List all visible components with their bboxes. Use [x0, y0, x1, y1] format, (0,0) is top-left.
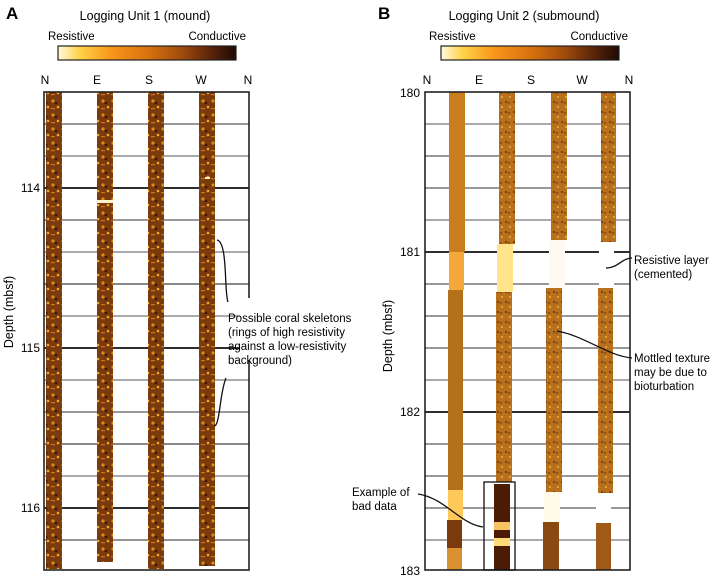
depth-tick-183: 183 — [400, 564, 420, 578]
plot-frame-a — [43, 91, 250, 571]
strip-e-b — [499, 92, 515, 244]
azimuth-s-b: S — [527, 73, 535, 87]
bad-data-highlight-box — [483, 481, 516, 571]
strip-e-a — [97, 92, 113, 562]
azimuth-n-b: N — [423, 73, 432, 87]
azimuth-e-b: E — [475, 73, 483, 87]
depth-tick-114: 114 — [21, 181, 40, 195]
mottled-leader — [556, 330, 633, 359]
annotation-coral: Possible coral skeletons (rings of high … — [228, 313, 352, 367]
annotation-mottled-line-2: may be due to — [634, 367, 707, 379]
annotation-mottled-line-3: bioturbation — [634, 381, 694, 393]
depth-tick-115: 115 — [21, 341, 40, 355]
strip-w-b — [601, 92, 616, 242]
fmi-strips-a — [46, 92, 215, 569]
coral-bracket-upper — [216, 239, 229, 303]
depth-grid-a — [44, 123, 249, 541]
azimuth-w-a: W — [195, 73, 207, 87]
annotation-coral-line-1: Possible coral skeletons — [228, 313, 352, 325]
color-scale-bar-a — [57, 45, 237, 61]
annotation-resistive-line-1: Resistive layer — [634, 255, 709, 267]
annotation-bad-data-line-2: bad data — [352, 501, 397, 513]
azimuth-n-a: N — [41, 73, 50, 87]
azimuth-n2-a: N — [244, 73, 253, 87]
depth-tick-116: 116 — [21, 501, 40, 515]
bad-data-leader — [417, 493, 484, 528]
azimuth-labels-b: N E S W N — [423, 73, 634, 87]
strip-s-b — [551, 92, 567, 240]
depth-tick-181: 181 — [400, 245, 420, 259]
scale-label-resistive-a: Resistive — [48, 31, 95, 43]
depth-tick-182: 182 — [400, 405, 420, 419]
annotation-bad-data: Example of bad data — [352, 487, 410, 513]
annotation-mottled-line-1: Mottled texture — [634, 353, 710, 365]
depth-tick-180: 180 — [400, 86, 420, 100]
y-axis-label-b: Depth (mbsf) — [381, 300, 395, 372]
panel-letter-a: A — [6, 4, 18, 23]
scale-label-conductive-b: Conductive — [570, 31, 628, 43]
strip-w-a — [199, 92, 215, 566]
annotation-resistive: Resistive layer (cemented) — [634, 255, 709, 281]
coral-bracket-lower — [214, 377, 227, 427]
strip-s-a — [148, 92, 164, 569]
fmi-strips-b — [447, 92, 616, 570]
annotation-coral-line-3: against a low-resistivity — [228, 341, 346, 353]
azimuth-s-a: S — [145, 73, 153, 87]
scale-label-conductive-a: Conductive — [188, 31, 246, 43]
strip-n-a — [46, 92, 62, 569]
annotation-coral-line-2: (rings of high resistivity — [228, 327, 345, 339]
annotation-bad-data-line-1: Example of — [352, 487, 410, 499]
color-scale-bar-b — [440, 45, 620, 61]
panel-a: A Logging Unit 1 (mound) Resistive Condu… — [2, 4, 352, 571]
panel-b: B Logging Unit 2 (submound) Resistive Co… — [352, 4, 710, 578]
y-axis-label-a: Depth (mbsf) — [2, 276, 16, 348]
azimuth-n2-b: N — [625, 73, 634, 87]
depth-ticks-b: 180 181 182 183 — [400, 86, 420, 578]
panel-letter-b: B — [378, 4, 390, 23]
depth-ticks-a: 114 115 116 — [21, 181, 40, 515]
plot-frame-b — [424, 91, 631, 571]
panel-title-b: Logging Unit 2 (submound) — [449, 9, 600, 23]
annotation-coral-line-4: background) — [228, 355, 292, 367]
azimuth-w-b: W — [576, 73, 588, 87]
annotation-resistive-line-2: (cemented) — [634, 269, 692, 281]
scale-label-resistive-b: Resistive — [429, 31, 476, 43]
strip-n-b — [449, 92, 465, 252]
panel-title-a: Logging Unit 1 (mound) — [80, 9, 211, 23]
annotation-mottled: Mottled texture may be due to bioturbati… — [634, 353, 710, 393]
azimuth-labels-a: N E S W N — [41, 73, 253, 87]
resistive-leader — [605, 257, 633, 269]
azimuth-e-a: E — [93, 73, 101, 87]
